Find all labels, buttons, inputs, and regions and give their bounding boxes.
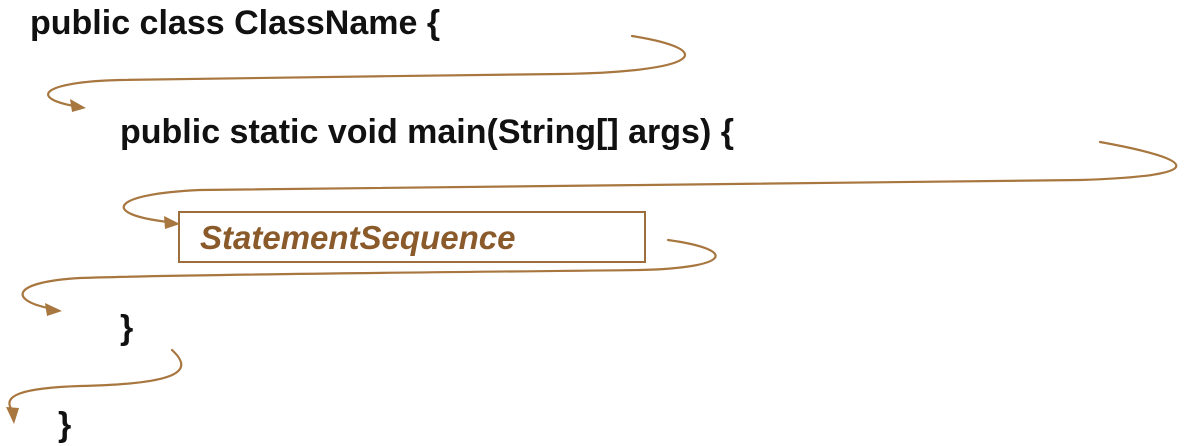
class-closing-brace: } <box>58 406 72 444</box>
main-method-header-line: public static void main(String[] args) { <box>120 113 734 151</box>
flow-arrow-close-to-class-close <box>6 348 183 424</box>
flow-arrow-class-to-main <box>47 34 687 112</box>
statement-sequence-label: StatementSequence <box>200 219 516 256</box>
class-header-line: public class ClassName { <box>30 4 441 42</box>
statement-sequence-box: StatementSequence <box>178 211 646 263</box>
main-method-closing-brace: } <box>120 309 134 347</box>
